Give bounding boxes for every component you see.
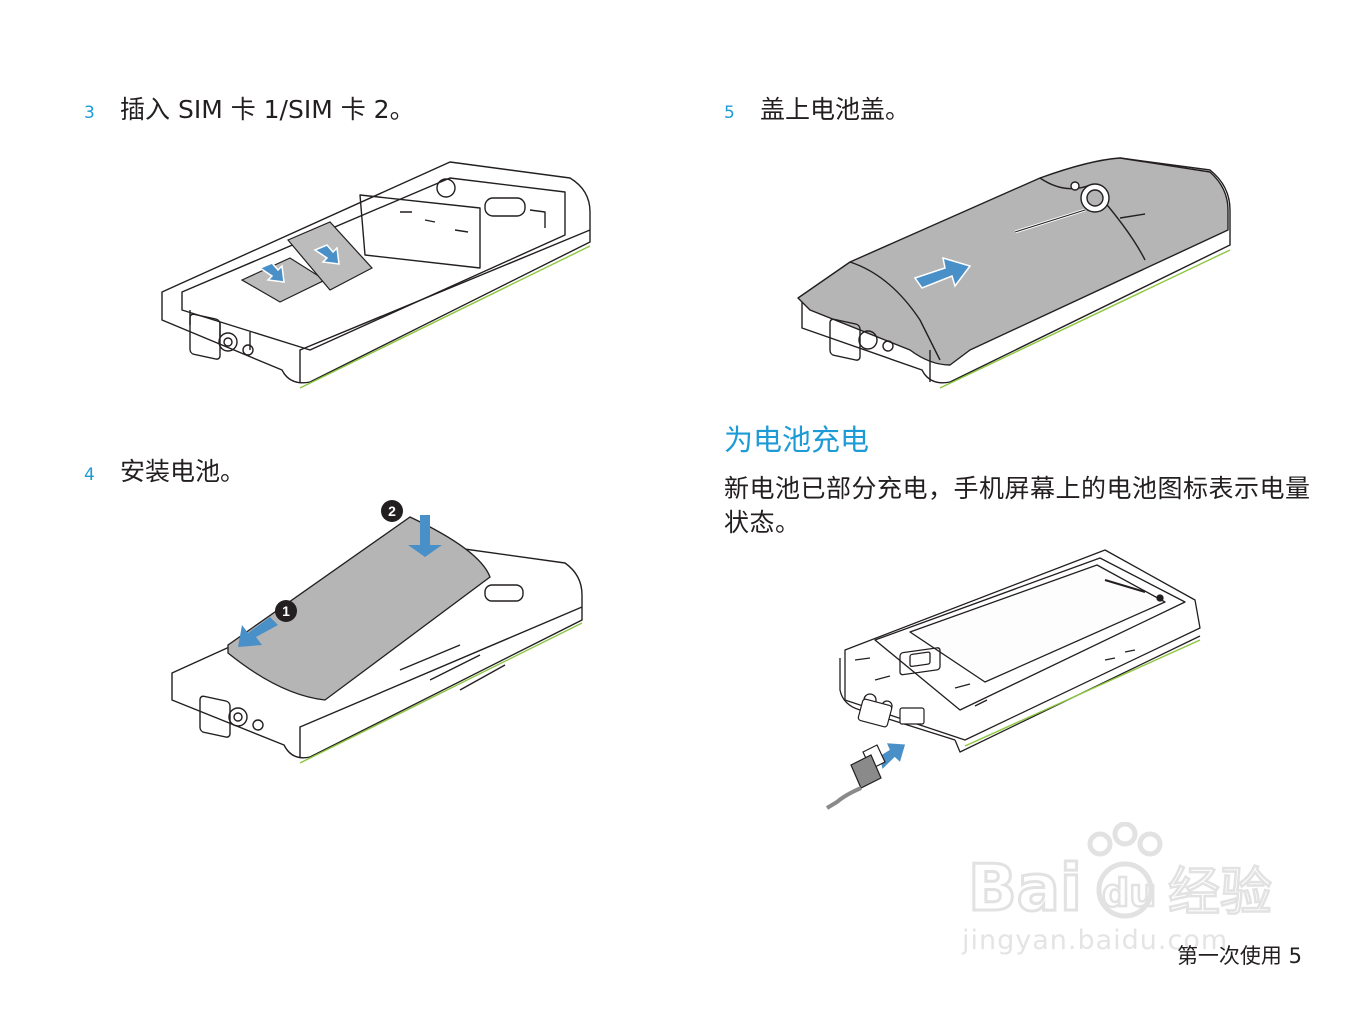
- watermark-url: jingyan.baidu.com: [962, 925, 1229, 956]
- step-number: 3: [84, 103, 95, 123]
- step-number: 4: [84, 465, 95, 485]
- page-number: 5: [1288, 944, 1302, 968]
- step-4: 4 安装电池。: [84, 456, 245, 491]
- svg-text:du: du: [1102, 871, 1156, 915]
- svg-text:1: 1: [282, 603, 290, 619]
- charging-description: 新电池已部分充电，手机屏幕上的电池图标表示电量状态。: [724, 474, 1311, 537]
- callout-2: 2: [381, 500, 403, 522]
- step-text: 安装电池。: [120, 457, 246, 486]
- footer-section: 第一次使用: [1176, 944, 1282, 968]
- charging-illustration: [825, 549, 1201, 810]
- baidu-watermark-logo: Bai du 经验: [967, 822, 1273, 928]
- charging-heading: 为电池充电: [724, 423, 870, 457]
- step-number: 5: [724, 103, 735, 123]
- svg-text:经验: 经验: [1168, 863, 1272, 923]
- step-3: 3 插入 SIM 卡 1/SIM 卡 2。: [84, 94, 415, 129]
- svg-text:2: 2: [388, 503, 396, 519]
- step-text: 盖上电池盖。: [760, 95, 911, 124]
- sim-card-illustration: [161, 161, 591, 389]
- battery-cover-illustration: [797, 157, 1231, 389]
- callout-1: 1: [275, 600, 297, 622]
- step-5: 5 盖上电池盖。: [724, 94, 910, 129]
- battery-illustration: 2 1: [171, 500, 583, 764]
- svg-text:Bai: Bai: [968, 852, 1082, 926]
- step-text: 插入 SIM 卡 1/SIM 卡 2。: [120, 95, 415, 124]
- page-footer: 第一次使用 5: [1177, 940, 1302, 970]
